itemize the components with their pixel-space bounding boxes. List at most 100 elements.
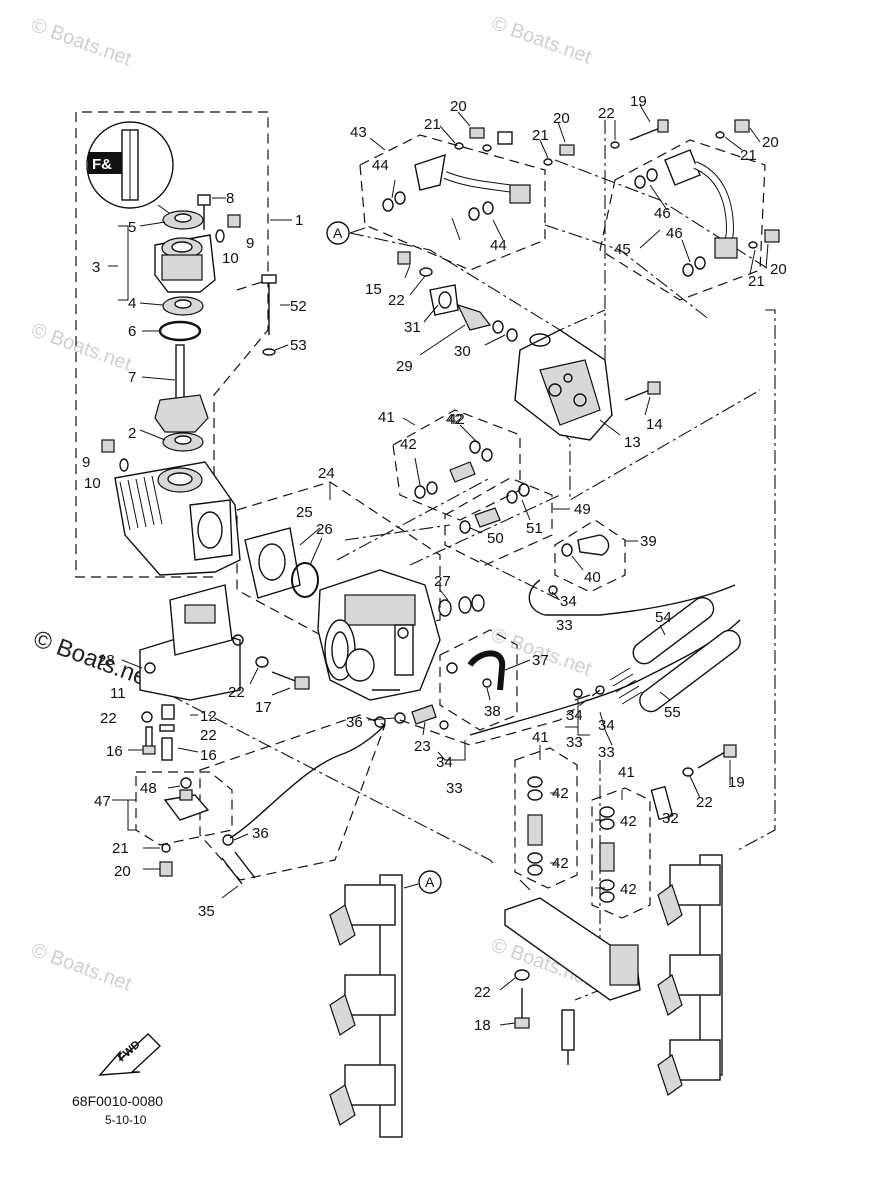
callout-label: 42: [400, 436, 417, 453]
callout-label: 42: [448, 411, 465, 428]
callout-label: 40: [584, 569, 601, 586]
document-code: 68F0010-0080: [72, 1093, 163, 1109]
callout-label: 37: [532, 652, 549, 669]
o-ring-10: [215, 229, 225, 243]
callout-label: 12: [200, 708, 217, 725]
callout-label: 20: [553, 110, 570, 127]
watermark-main: © Boats.net: [30, 625, 158, 693]
callout-label: 2: [128, 425, 136, 442]
callout-label: 52: [290, 298, 307, 315]
callout-label: 34: [436, 754, 453, 771]
callout-label: 33: [446, 780, 463, 797]
callout-label: 9: [246, 235, 254, 252]
ref-marker-label: A: [425, 874, 435, 890]
fuel-pipe-45: [610, 119, 780, 277]
fitting-29: [456, 304, 492, 331]
callout-label: 22: [228, 684, 245, 701]
gasket-25: [244, 527, 301, 599]
callout-label: 5: [128, 219, 136, 236]
fitting-32: [650, 785, 674, 821]
watermark: © Boats.net: [28, 14, 134, 71]
callout-label: 20: [114, 863, 131, 880]
callout-label: 14: [646, 416, 663, 433]
callout-label: 44: [490, 237, 507, 254]
callout-label: 22: [474, 984, 491, 1001]
bolt-17: [294, 676, 310, 690]
bolt-52: [261, 274, 277, 284]
callout-label: 43: [350, 124, 367, 141]
callout-label: 25: [296, 504, 313, 521]
callout-label: 48: [140, 780, 157, 797]
elbow-39: [577, 534, 610, 556]
callout-label: 46: [666, 225, 683, 242]
callout-label: 42: [446, 411, 463, 428]
callout-label: 32: [662, 810, 679, 827]
callout-label: 22: [696, 794, 713, 811]
date-code: 5-10-10: [105, 1113, 147, 1127]
callout-label: 34: [566, 707, 583, 724]
bolt-18: [514, 1017, 530, 1029]
screw-9: [227, 214, 241, 228]
flange-31: [429, 284, 459, 316]
o-ring-26: [291, 562, 319, 598]
callout-labels: 1 2 3 4 5 6 7 8 9 9 10 10 11 12 13 14 15…: [82, 93, 787, 1034]
callout-label: 47: [94, 793, 111, 810]
callout-label: 22: [598, 105, 615, 122]
callout-label: 36: [252, 825, 269, 842]
callout-label: 41: [532, 729, 549, 746]
callout-label: 19: [630, 93, 647, 110]
callout-label: 42: [552, 785, 569, 802]
reference-marker-a: A A: [326, 221, 442, 894]
fitting-23: [411, 704, 437, 725]
callout-label: 19: [728, 774, 745, 791]
lubricant-icon-label: F&: [92, 156, 112, 173]
callout-label: 21: [424, 116, 441, 133]
callout-label: 11: [110, 685, 126, 702]
fitting-50: [474, 507, 501, 528]
reference-lines: [169, 120, 776, 1001]
callout-label: 45: [614, 241, 631, 258]
callout-label: 34: [560, 593, 577, 610]
callout-label: 21: [532, 127, 549, 144]
callout-label: 54: [655, 609, 672, 626]
callout-label: 29: [396, 358, 413, 375]
callout-label: 33: [556, 617, 573, 634]
callout-label: 13: [624, 434, 641, 451]
callout-label: 31: [404, 319, 421, 336]
callout-label: 9: [82, 454, 90, 471]
fuel-pipe-43: [382, 127, 575, 221]
callout-label: 51: [526, 520, 543, 537]
callout-label: 1: [295, 212, 303, 229]
hose-55: [639, 629, 741, 713]
pump-assembly: F&: [86, 121, 386, 885]
callout-label: 27: [434, 573, 451, 590]
bolt-8: [197, 194, 211, 206]
callout-label: 7: [128, 369, 136, 386]
watermark: © Boats.net: [28, 319, 134, 376]
hose-54: [632, 597, 715, 665]
callout-label: 36: [346, 714, 363, 731]
fwd-arrow-icon: FWD: [98, 1033, 162, 1076]
callout-label: 15: [365, 281, 382, 298]
callout-label: 20: [770, 261, 787, 278]
bolt-14: [647, 381, 661, 395]
leader-lines: [108, 104, 769, 1026]
drive-shaft: [175, 344, 185, 401]
callout-label: 33: [598, 744, 615, 761]
watermark: © Boats.net: [28, 939, 134, 996]
callout-label: 28: [98, 652, 115, 669]
callout-label: 49: [574, 501, 591, 518]
hoses: [469, 579, 741, 736]
callout-label: 8: [226, 190, 234, 207]
callout-label: 18: [474, 1017, 491, 1034]
callout-label: 46: [654, 205, 671, 222]
vapor-separator: [244, 527, 485, 701]
high-pressure-pump: [397, 251, 661, 441]
callout-label: 55: [664, 704, 681, 721]
watermark: © Boats.net: [488, 12, 594, 69]
callout-label: 21: [112, 840, 129, 857]
o-ring-6: [158, 320, 202, 342]
callout-label: 16: [106, 743, 123, 760]
callout-label: 42: [620, 881, 637, 898]
